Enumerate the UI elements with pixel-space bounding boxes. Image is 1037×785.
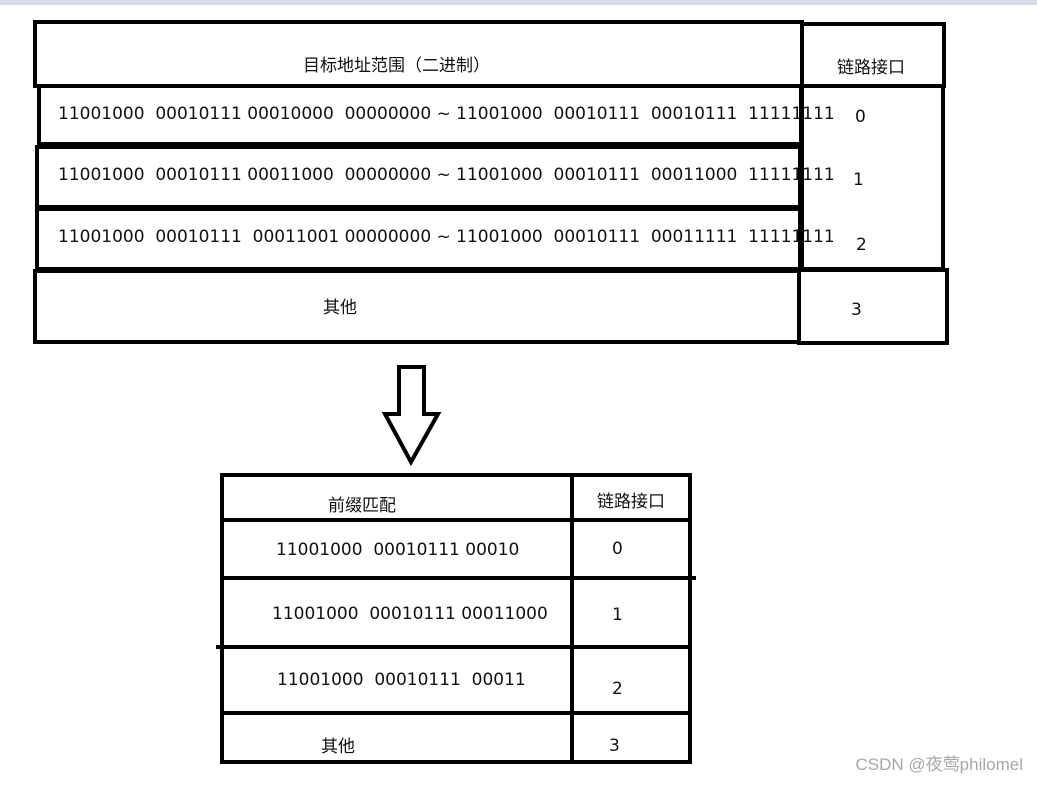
top-row-3-range-cell xyxy=(33,269,802,344)
top-row-0-range-cell xyxy=(37,84,803,146)
watermark: CSDN @夜莺philomel xyxy=(855,755,1023,774)
top-row-0-interface: 0 xyxy=(855,107,866,127)
top-edge-bar xyxy=(0,0,1037,5)
top-row-3-interface-cell xyxy=(797,268,949,345)
bottom-header-prefix-label: 前缀匹配 xyxy=(328,496,396,516)
bottom-row-3-interface: 3 xyxy=(609,736,620,756)
bottom-row-1-prefix-cell xyxy=(220,576,575,649)
bottom-row-2-interface-cell xyxy=(570,645,692,715)
top-rows-interface-column xyxy=(800,84,945,271)
top-row-1-range-cell xyxy=(35,145,802,209)
down-arrow-icon xyxy=(381,365,442,467)
bottom-row-3-prefix: 其他 xyxy=(321,737,355,757)
top-row-2-interface: 2 xyxy=(856,235,867,255)
top-header-range-cell xyxy=(33,20,804,88)
bottom-header-prefix-cell xyxy=(220,473,575,523)
bottom-line-extension xyxy=(216,645,222,649)
bottom-row-1-interface: 1 xyxy=(612,605,623,625)
top-row-0-range: 11001000 00010111 00010000 00000000 ~ 11… xyxy=(58,104,835,124)
bottom-header-interface-cell xyxy=(570,473,692,523)
top-row-3-range: 其他 xyxy=(323,298,357,318)
bottom-row-0-prefix-cell xyxy=(220,518,575,580)
bottom-row-2-prefix: 11001000 00010111 00011 xyxy=(277,670,526,690)
bottom-row-3-interface-cell xyxy=(570,711,692,764)
bottom-line-extension xyxy=(688,576,696,580)
bottom-row-1-interface-cell xyxy=(570,576,692,649)
bottom-row-0-interface: 0 xyxy=(612,539,623,559)
bottom-row-0-interface-cell xyxy=(570,518,692,580)
bottom-row-2-interface: 2 xyxy=(612,679,623,699)
top-header-interface-cell xyxy=(800,22,946,88)
top-row-2-range: 11001000 00010111 00011001 00000000 ~ 11… xyxy=(58,227,835,247)
bottom-row-0-prefix: 11001000 00010111 00010 xyxy=(276,540,520,560)
bottom-header-interface-label: 链路接口 xyxy=(597,492,665,512)
bottom-row-3-prefix-cell xyxy=(220,711,575,764)
bottom-row-1-prefix: 11001000 00010111 00011000 xyxy=(272,604,548,624)
top-header-range-label: 目标地址范围（二进制） xyxy=(303,56,490,76)
top-row-3-interface: 3 xyxy=(851,300,862,320)
top-row-1-interface: 1 xyxy=(853,170,864,190)
top-row-1-range: 11001000 00010111 00011000 00000000 ~ 11… xyxy=(58,165,835,185)
top-header-interface-label: 链路接口 xyxy=(837,58,905,78)
